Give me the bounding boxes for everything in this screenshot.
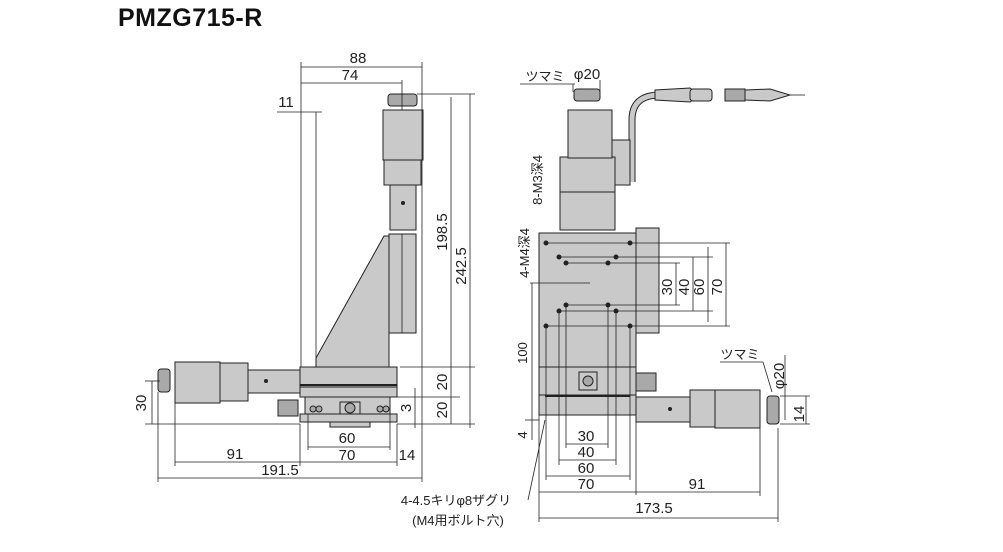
front-view: 88 74 11 198.5 242.5 20 20 3 30 60 70 91…: [133, 50, 475, 482]
drawing-title: PMZG715-R: [118, 4, 263, 32]
dim-100: 100: [515, 342, 530, 364]
dim-3: 3: [398, 404, 415, 412]
dim-88: 88: [350, 50, 367, 67]
x-rod-side: [635, 396, 691, 423]
z-slider: [388, 233, 417, 334]
hole-note-2: (M4用ボルト穴): [412, 513, 504, 528]
dim-242-5: 242.5: [453, 247, 470, 285]
z-collar: [383, 157, 422, 186]
dim-20-lower: 20: [434, 402, 451, 419]
x-collar: [219, 362, 249, 402]
side-view: ツマミ φ20 8-M3深4 4-M4深4 30 40 60 70 100 4 …: [401, 66, 810, 528]
dim-h40: 40: [578, 444, 595, 461]
z-motor-side: [567, 109, 613, 159]
dim-h30: 30: [578, 428, 595, 445]
x-motor-side: [714, 389, 761, 429]
z-motor: [382, 109, 424, 161]
dim-91: 91: [227, 446, 244, 463]
top-plate: [538, 232, 637, 368]
dim-30: 30: [133, 395, 150, 412]
z-knob-side: [573, 88, 601, 102]
dim-11: 11: [278, 94, 294, 111]
carriage: [559, 156, 616, 193]
dim-191-5: 191.5: [261, 462, 299, 479]
knob-label-top: ツマミ: [525, 69, 564, 84]
side-rail: [635, 227, 660, 334]
tap-m3-label: 8-M3深4: [530, 155, 545, 205]
dim-60: 60: [339, 430, 356, 447]
dim-70: 70: [339, 447, 356, 464]
dim-v30: 30: [659, 279, 676, 296]
connector: [724, 88, 746, 102]
dim-h60: 60: [578, 460, 595, 477]
knob-diameter-top: φ20: [574, 66, 600, 83]
knob-label-right: ツマミ: [720, 347, 759, 362]
knob-diameter-right: φ20: [771, 363, 788, 389]
tap-m4-label: 4-M4深4: [517, 228, 532, 278]
z-rod: [389, 184, 417, 231]
dim-v60: 60: [691, 279, 708, 296]
dim-4: 4: [515, 431, 530, 438]
dim-v70: 70: [709, 279, 726, 296]
dim-14-right: 14: [791, 406, 808, 423]
gusset: [315, 235, 390, 368]
dim-h70: 70: [578, 476, 595, 493]
hole-note-1: 4-4.5キリφ8ザグリ: [401, 493, 511, 508]
x-knob: [157, 368, 171, 393]
dim-74: 74: [342, 67, 359, 84]
dim-198-5: 198.5: [434, 213, 451, 251]
dim-14: 14: [399, 447, 416, 464]
x-knob-side: [766, 395, 780, 425]
dim-20-upper: 20: [434, 374, 451, 391]
x-motor: [174, 361, 221, 404]
z-knob: [387, 93, 418, 107]
dim-h91: 91: [689, 476, 706, 493]
dim-v40: 40: [676, 279, 693, 296]
x-rod: [247, 369, 301, 394]
dim-173-5: 173.5: [635, 500, 673, 517]
